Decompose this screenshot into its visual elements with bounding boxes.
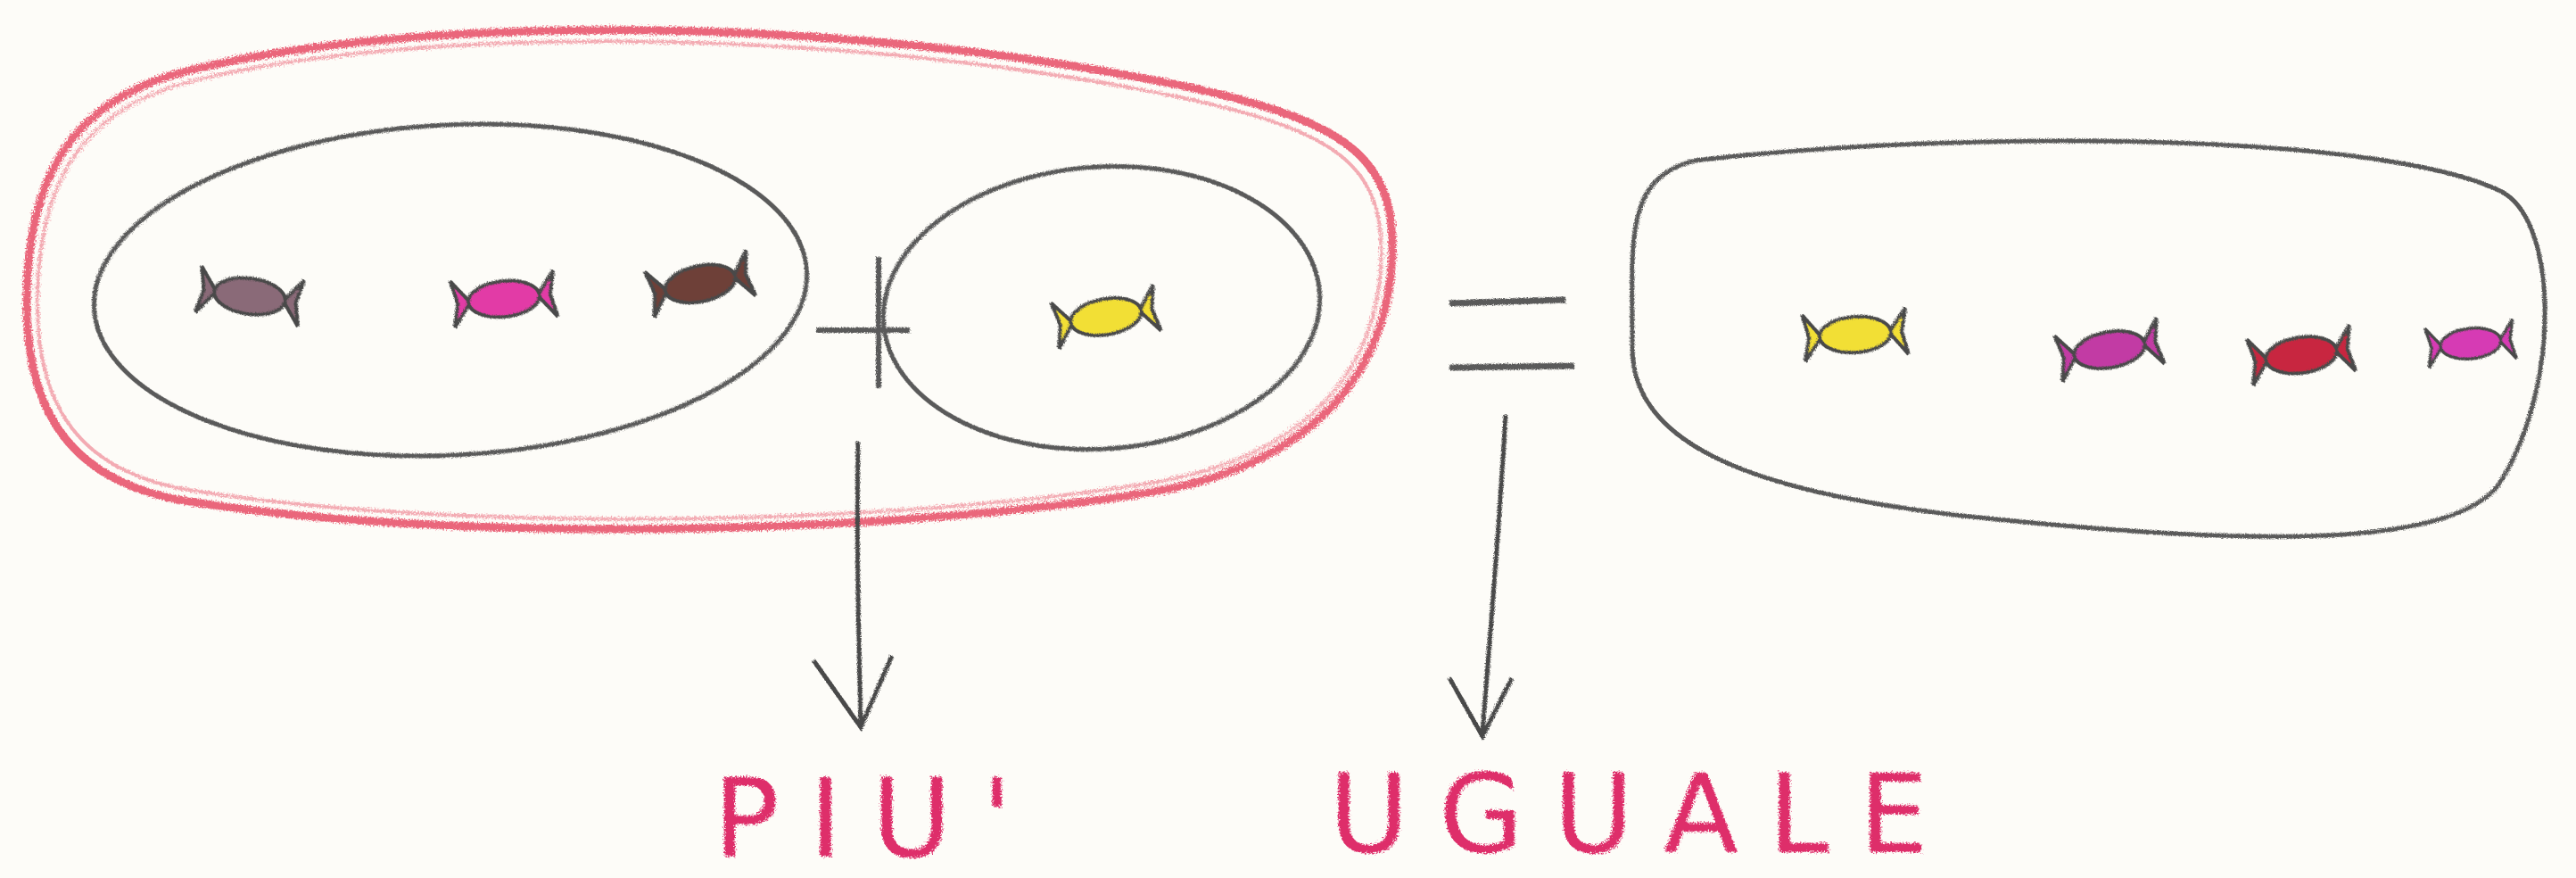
grouping-outline-second-stroke: [35, 39, 1383, 521]
first-set-oval: [91, 121, 810, 459]
candy-1: [193, 264, 307, 328]
plus-symbol: [816, 257, 910, 388]
candy-7: [2244, 323, 2358, 387]
plus-arrow: [811, 441, 895, 733]
candy-8: [2423, 318, 2519, 369]
candy-4: [1049, 283, 1163, 351]
equals-word-label: UGUALE: [1329, 751, 1959, 878]
equals-arrow: [1447, 414, 1515, 741]
second-set-oval: [880, 163, 1323, 452]
equals-symbol: [1449, 296, 1575, 371]
candy-5: [1800, 306, 1911, 363]
result-set-oval: [1630, 138, 2547, 539]
plus-word-label: PIU': [714, 756, 1042, 878]
grouping-outline: [22, 26, 1397, 534]
candy-2: [448, 269, 560, 329]
candy-3: [642, 248, 758, 319]
candy-6: [2052, 316, 2167, 384]
